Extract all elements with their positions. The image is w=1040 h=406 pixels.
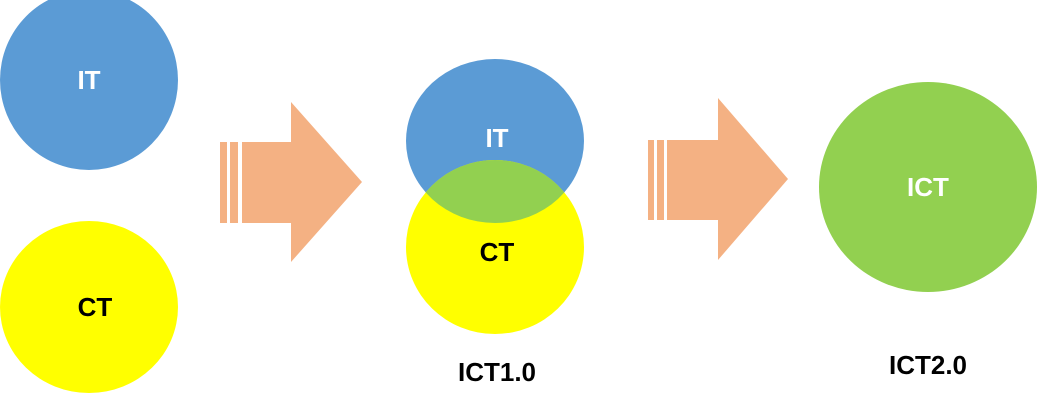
arrow-right-icon (220, 102, 362, 262)
it-circle (0, 0, 178, 170)
stage-ict1: IT CT ICT1.0 (406, 59, 584, 387)
stage-ict2: ICT ICT2.0 (819, 82, 1037, 380)
ct-label: CT (78, 292, 113, 322)
ict-label: ICT (907, 172, 949, 202)
overlap-region (406, 160, 584, 223)
arrow-right-icon (648, 98, 788, 260)
ict-circle (819, 82, 1037, 292)
ict1-caption: ICT1.0 (458, 357, 536, 387)
it-label: IT (77, 65, 100, 95)
ct-circle (0, 221, 178, 393)
it-label: IT (485, 123, 508, 153)
stage-separate: IT CT (0, 0, 178, 393)
ict2-caption: ICT2.0 (889, 350, 967, 380)
ct-label: CT (480, 237, 515, 267)
